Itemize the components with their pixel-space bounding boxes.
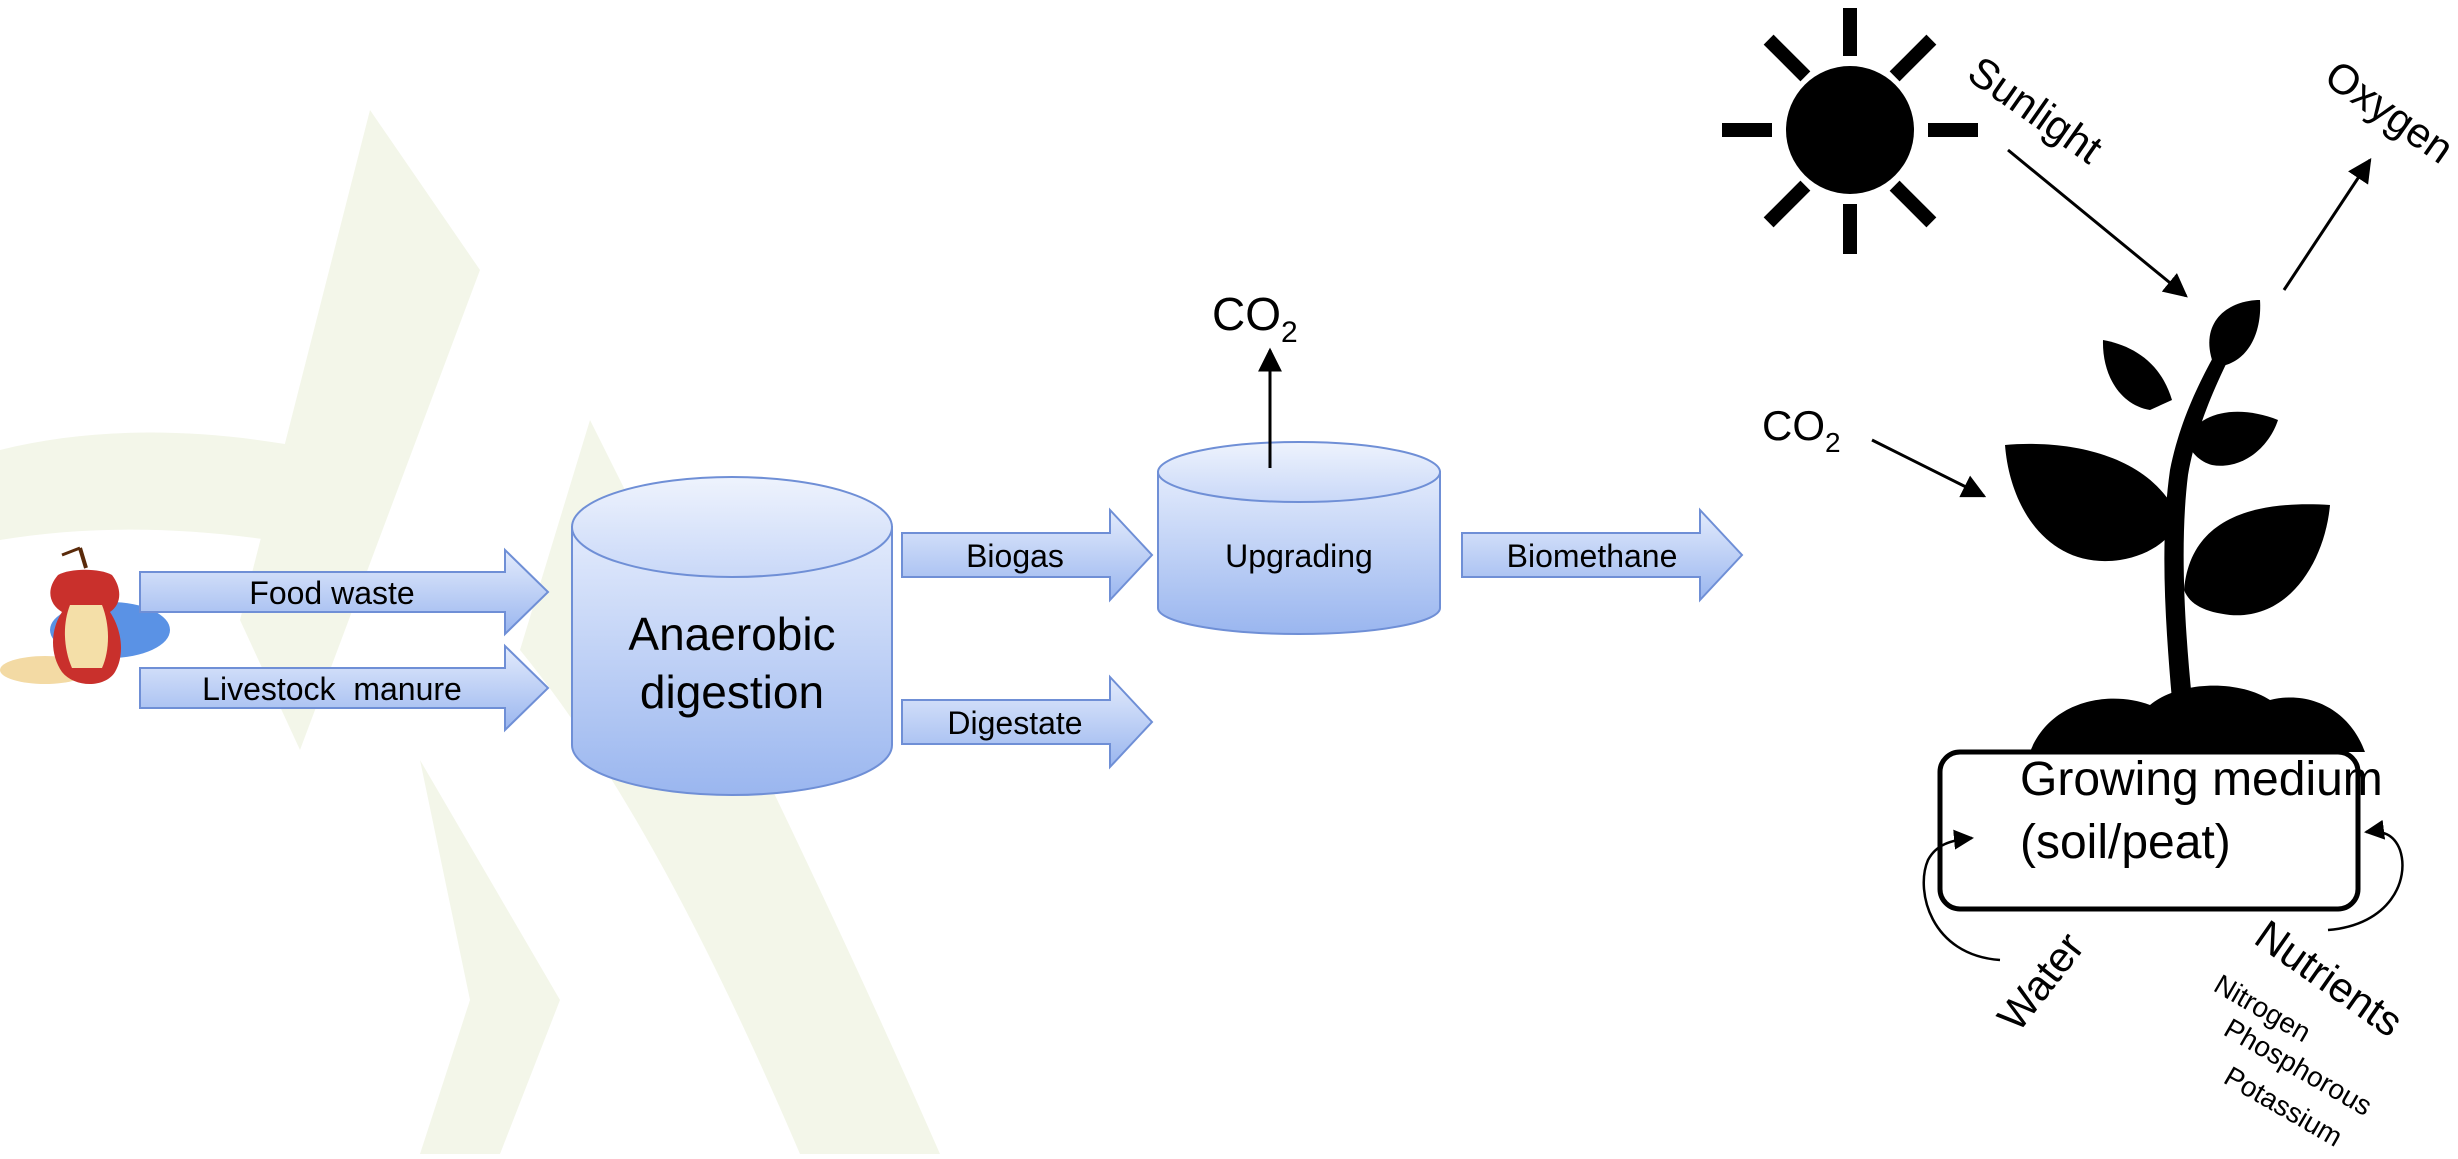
co2-vent-label: CO2	[1212, 288, 1298, 349]
biogas-arrow: Biogas	[901, 507, 1154, 603]
digestate-label: Digestate	[947, 705, 1082, 741]
livestock-manure-arrow: Livestock manure	[139, 643, 550, 733]
growing-medium-line1: Growing medium	[2020, 753, 2383, 806]
digester-label-line1: Anaerobic	[628, 608, 835, 660]
livestock-manure-label: Livestock manure	[202, 671, 462, 707]
water-arrow	[1922, 829, 2001, 962]
digester-label-line2: digestion	[640, 666, 824, 718]
apple-core-icon	[0, 546, 170, 684]
sunlight-label: Sunlight	[1960, 47, 2112, 173]
sun-icon	[1722, 8, 1978, 254]
growing-medium-box	[1937, 749, 2361, 912]
biomethane-arrow: Biomethane	[1461, 507, 1744, 603]
biomethane-label: Biomethane	[1507, 538, 1678, 574]
plant-icon	[2005, 300, 2365, 752]
plant-co2-arrow	[1871, 438, 1987, 498]
plant-co2-label: CO2	[1762, 402, 1841, 458]
growing-medium-line2: (soil/peat)	[2020, 816, 2231, 869]
nutrients-arrow	[2327, 819, 2404, 932]
anaerobic-digestion-cylinder: Anaerobic digestion	[571, 476, 893, 796]
digestate-arrow: Digestate	[901, 674, 1154, 770]
biogas-label: Biogas	[966, 538, 1064, 574]
food-waste-label: Food waste	[249, 575, 414, 611]
upgrading-label: Upgrading	[1225, 538, 1373, 574]
food-waste-arrow: Food waste	[139, 547, 550, 637]
oxygen-label: Oxygen	[2317, 51, 2458, 173]
water-label: Water	[1988, 924, 2093, 1040]
oxygen-arrow	[2282, 157, 2372, 291]
sunlight-arrow	[2007, 148, 2188, 298]
upgrading-cylinder: Upgrading	[1157, 441, 1441, 635]
